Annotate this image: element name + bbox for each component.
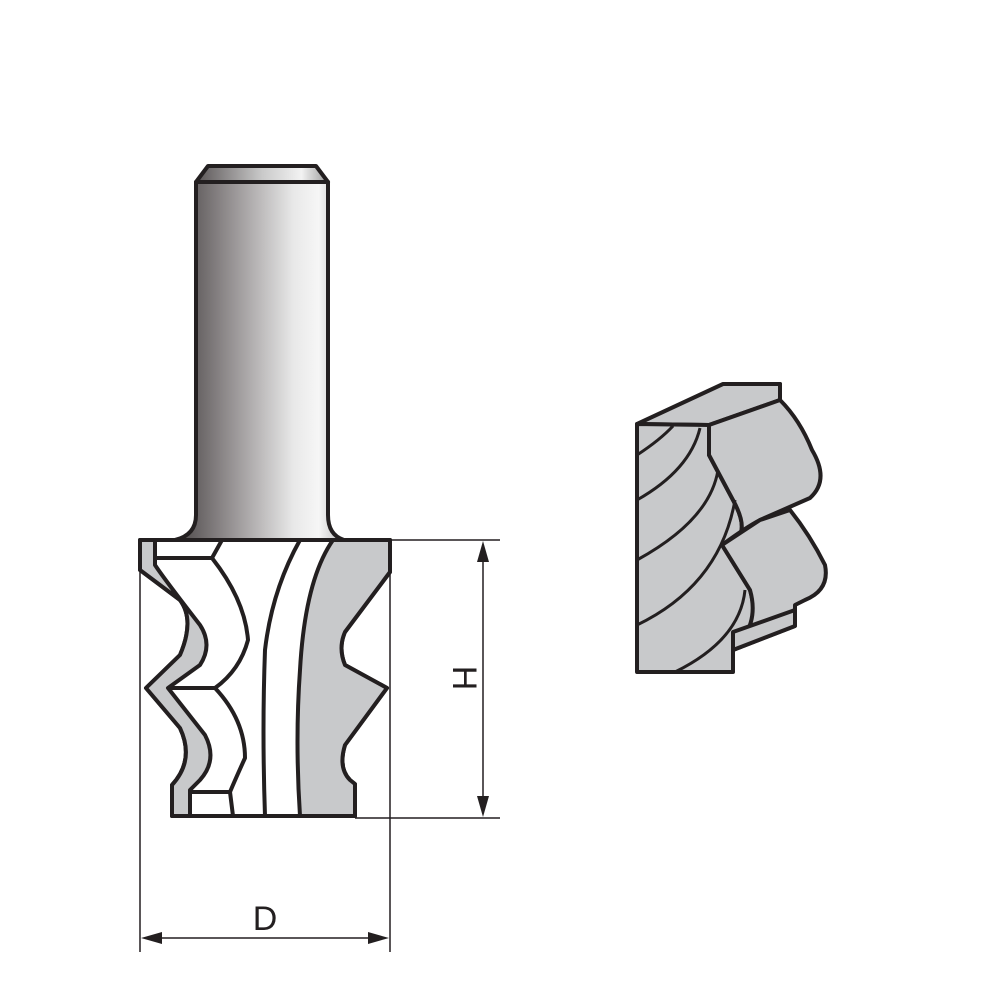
diameter-label: D xyxy=(253,900,278,938)
shank xyxy=(173,164,346,542)
height-label: H xyxy=(445,666,483,691)
dimension-lines xyxy=(139,539,500,952)
cutter-body xyxy=(138,538,392,818)
dimension-arrows xyxy=(141,541,489,944)
workpiece-grain xyxy=(636,424,747,674)
shank-chamfer xyxy=(194,164,330,184)
